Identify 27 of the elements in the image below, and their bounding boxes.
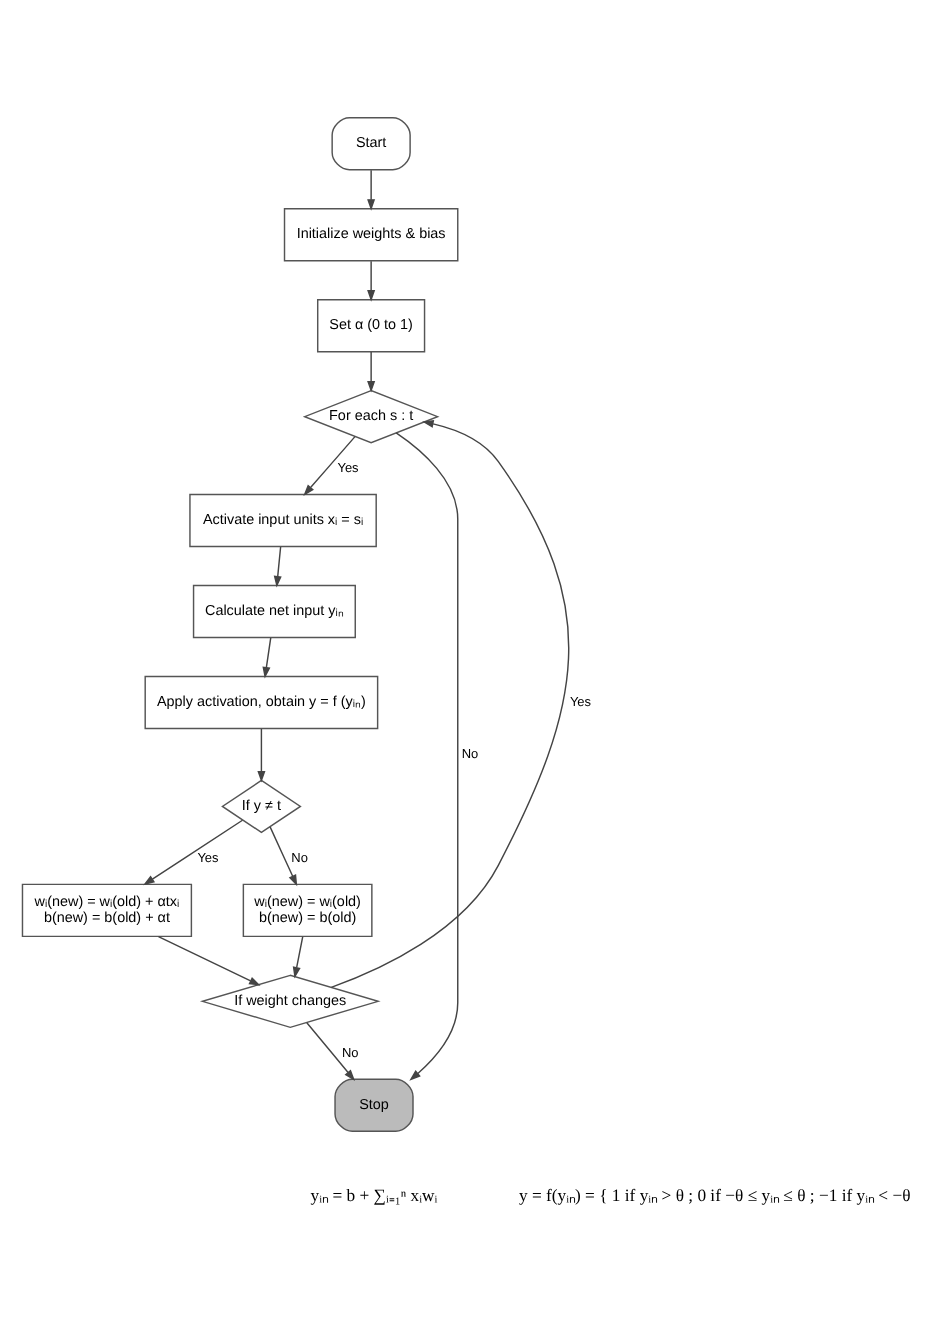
arrow [257, 727, 266, 782]
node-box: Set α (0 to 1) [317, 297, 426, 352]
arrow [395, 431, 459, 1080]
arrow [269, 825, 298, 886]
arrow [367, 168, 376, 210]
node-box: Activate input units xᵢ = sᵢ [189, 492, 377, 547]
label: yᵢₙ = b + ∑ᵢ₌₁ⁿ xᵢwᵢ [310, 1183, 438, 1204]
arrow [367, 259, 376, 301]
node-box: Initialize weights & bias [283, 207, 459, 261]
node-diamond: For each s : t [302, 388, 440, 443]
arrow [262, 636, 272, 678]
node-box: Calculate net input yᵢₙ [192, 583, 356, 638]
arrow [157, 934, 261, 985]
node-box: wᵢ(new) = wᵢ(old) b(new) = b(old) [242, 882, 373, 937]
arrow [306, 1021, 356, 1080]
arrow [367, 350, 376, 392]
arrow [273, 545, 282, 587]
node-box: Apply activation, obtain y = f (yᵢₙ) [144, 674, 379, 729]
arrow [292, 935, 304, 978]
node-box: wᵢ(new) = wᵢ(old) + αtxᵢ b(new) = b(old) + αt [21, 882, 193, 937]
arrow [330, 418, 570, 988]
label: y = f(yᵢₙ) = { 1 if yᵢₙ > θ ; 0 if −θ ≤ yᵢₙ ≤ θ ; −1 if yᵢₙ < −θ [518, 1183, 911, 1204]
arrow [143, 818, 244, 885]
arrow [303, 434, 356, 495]
node-box: Stop [334, 1077, 414, 1131]
node-box: Start [331, 116, 411, 170]
node-diamond: If y ≠ t [221, 778, 302, 833]
